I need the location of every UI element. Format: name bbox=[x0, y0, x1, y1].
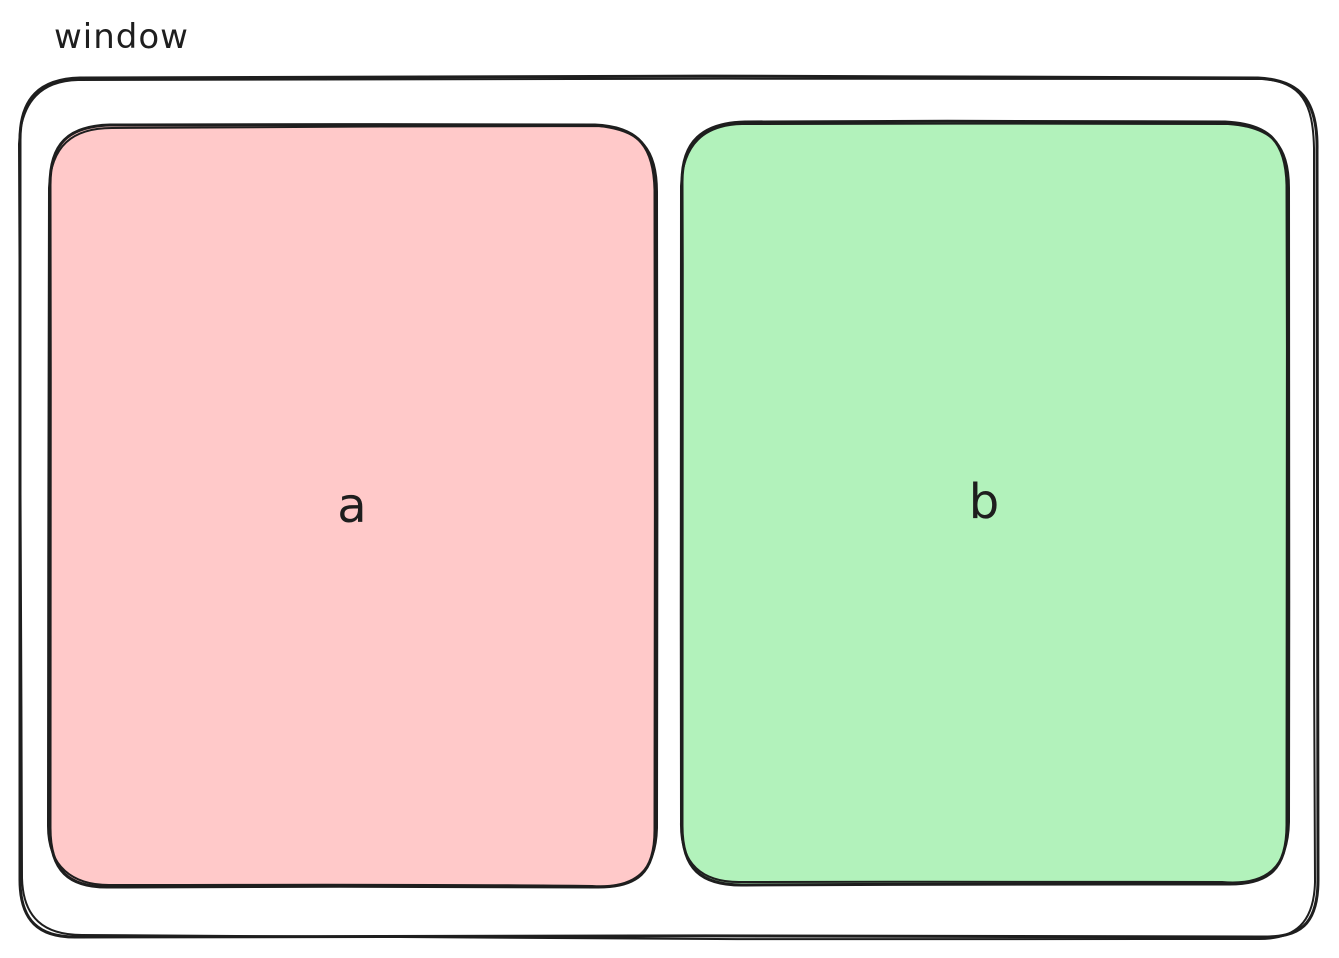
pane-a-label: a bbox=[337, 478, 366, 534]
window-title: window bbox=[54, 17, 189, 57]
pane-a: a bbox=[46, 123, 659, 889]
pane-b-label: b bbox=[969, 474, 999, 530]
pane-b: b bbox=[679, 119, 1291, 887]
window-frame bbox=[17, 74, 1320, 941]
pane-b-fill bbox=[680, 119, 1289, 887]
